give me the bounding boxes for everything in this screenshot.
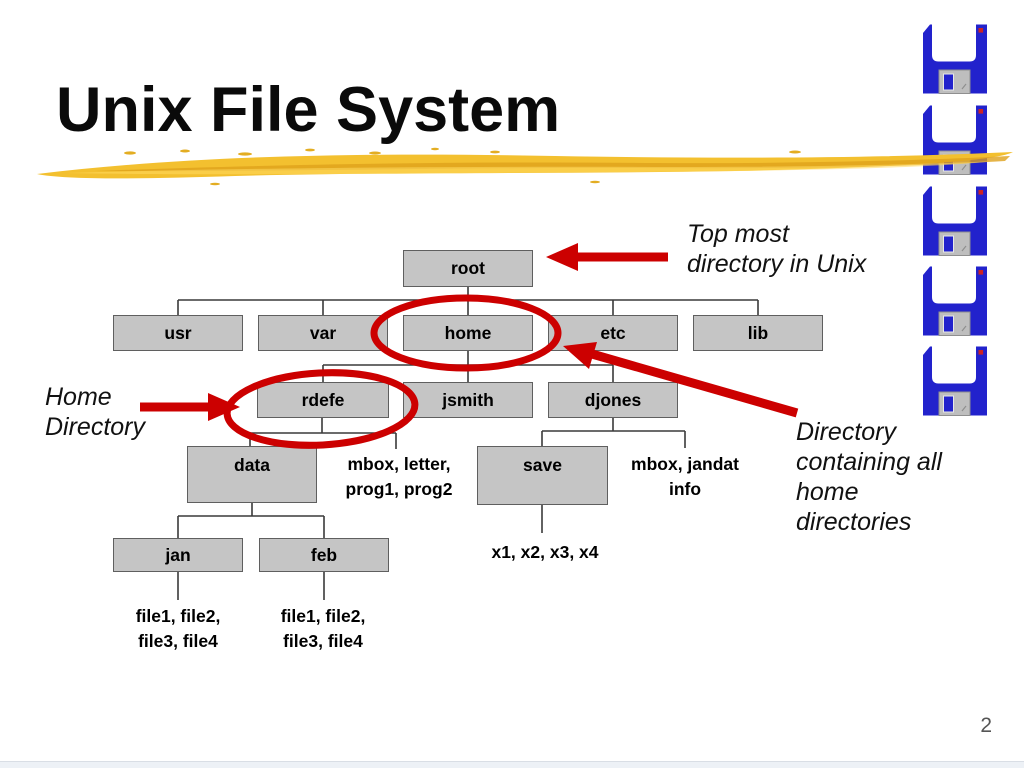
dir-label-jsmith: jsmith — [442, 389, 494, 410]
dir-node-lib: lib — [693, 315, 823, 351]
floppy-disk-icon — [923, 105, 987, 175]
floppy-disk-icon — [923, 346, 987, 416]
dir-node-save: save — [477, 446, 608, 505]
slide-title: Unix File System — [56, 75, 561, 145]
dir-node-data: data — [187, 446, 317, 503]
file-list-feb: file1, file2, file3, file4 — [280, 606, 366, 651]
dir-label-etc: etc — [600, 322, 626, 343]
dir-label-feb: feb — [310, 544, 338, 565]
dir-node-djones: djones — [548, 382, 678, 418]
dir-label-djones: djones — [584, 389, 642, 410]
home-directory-arrowhead — [208, 393, 240, 421]
dir-node-root: root — [403, 250, 533, 287]
annotation-top-most: Top most directory in Unix — [687, 220, 867, 278]
floppy-disk-icon — [923, 186, 987, 256]
bottom-bar — [0, 761, 1024, 768]
dir-node-jsmith: jsmith — [403, 382, 533, 418]
dir-node-rdefe: rdefe — [257, 382, 389, 418]
dir-node-home: home — [403, 315, 533, 351]
dir-label-data: data — [234, 455, 270, 475]
dir-node-feb: feb — [259, 538, 389, 572]
floppy-disk-icon — [923, 266, 987, 336]
dir-label-lib: lib — [747, 322, 769, 343]
dir-label-var: var — [309, 322, 337, 343]
dir-node-jan: jan — [113, 538, 243, 572]
page-number: 2 — [980, 714, 992, 737]
dir-label-root: root — [450, 258, 486, 278]
file-list-jan: file1, file2, file3, file4 — [135, 606, 221, 651]
annotation-containing: Directory containing all home directorie… — [796, 418, 942, 536]
dir-node-usr: usr — [113, 315, 243, 351]
dir-node-etc: etc — [548, 315, 678, 351]
annotation-home-directory: Home Directory — [45, 383, 146, 441]
dir-label-home: home — [444, 322, 492, 343]
brush-stroke-underline — [37, 147, 1013, 186]
dir-label-usr: usr — [164, 322, 192, 343]
dir-node-var: var — [258, 315, 388, 351]
file-list-djones: mbox, jandat info — [631, 454, 739, 499]
topmost-arrowhead — [546, 243, 578, 271]
dir-label-save: save — [523, 455, 562, 475]
file-list-rdefe: mbox, letter, prog1, prog2 — [345, 454, 453, 499]
floppy-disk-icon — [923, 24, 987, 94]
file-list-save: x1, x2, x3, x4 — [491, 542, 599, 562]
dir-label-rdefe: rdefe — [301, 389, 345, 410]
dir-label-jan: jan — [165, 544, 191, 565]
